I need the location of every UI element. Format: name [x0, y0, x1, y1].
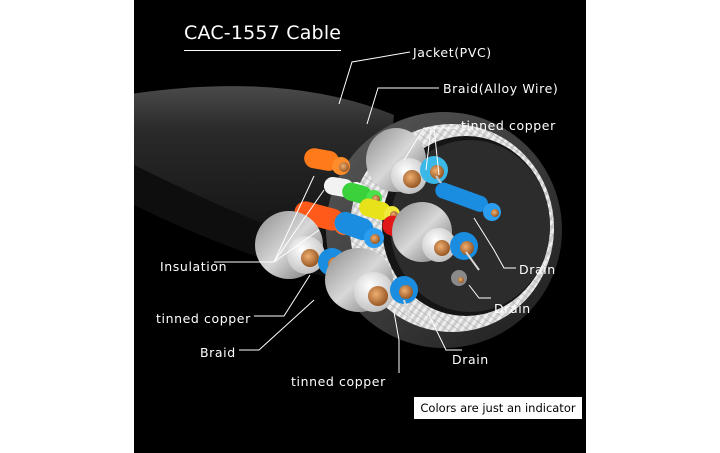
label-braid-alloy: Braid(Alloy Wire) [443, 81, 559, 96]
label-drain-2: Drain [494, 301, 531, 316]
label-braid: Braid [200, 345, 236, 360]
label-tinned-copper-bottom: tinned copper [291, 374, 386, 389]
label-drain-1: Drain [519, 262, 556, 277]
label-tinned-copper-left: tinned copper [156, 311, 251, 326]
cable-illustration [134, 51, 562, 373]
color-disclaimer: Colors are just an indicator [414, 397, 582, 419]
leader-lines [214, 51, 516, 373]
label-insulation: Insulation [160, 259, 228, 274]
label-tinned-copper-right: tinned copper [461, 118, 556, 133]
cable-diagram: CAC-1557 Cable Jacket(PVC) Braid(Alloy W… [134, 0, 586, 453]
label-drain-3: Drain [452, 352, 489, 367]
diagram-title: CAC-1557 Cable [184, 22, 342, 51]
label-jacket: Jacket(PVC) [413, 45, 492, 60]
